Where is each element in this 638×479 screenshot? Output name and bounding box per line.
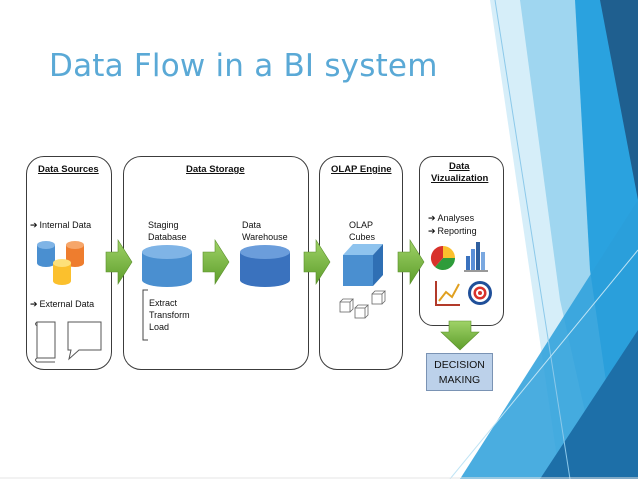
olap-cubes-line2: Cubes <box>349 232 376 242</box>
etl-label-line1: Extract <box>149 298 178 308</box>
warehouse-label-line1: Data <box>242 220 262 230</box>
data-warehouse-icon <box>240 245 290 287</box>
olap-cube-icon <box>343 244 383 286</box>
arrow-bullet-icon: ➔ <box>30 299 38 309</box>
internal-data-label: ➔Internal Data <box>30 220 91 231</box>
bar-chart-icon <box>464 242 488 272</box>
external-data-text: External Data <box>39 299 95 309</box>
etl-bracket-icon <box>142 289 148 341</box>
bg-dark-corner <box>600 0 638 200</box>
decision-line2: MAKING <box>438 374 481 386</box>
arrow-bullet-icon: ➔ <box>30 220 38 230</box>
flow-arrow-olap-viz <box>397 238 425 286</box>
target-icon <box>468 281 492 305</box>
data-viz-title-line2: Vizualization <box>431 173 489 184</box>
pie-chart-icon <box>430 245 456 271</box>
line-chart-icon <box>435 281 460 306</box>
data-storage-title: Data Storage <box>186 164 245 175</box>
arrow-bullet-icon: ➔ <box>428 226 436 236</box>
external-document-icon <box>35 321 56 363</box>
analyses-label: ➔Analyses <box>428 213 474 224</box>
etl-label-line3: Load <box>149 322 170 332</box>
decision-line1: DECISION <box>434 359 485 371</box>
warehouse-label-line2: Warehouse <box>242 232 288 242</box>
bg-line-2 <box>449 249 638 479</box>
staging-database-icon <box>142 245 192 287</box>
internal-data-text: Internal Data <box>39 220 92 230</box>
analyses-text: Analyses <box>437 213 475 223</box>
flow-arrow-sources-storage <box>105 238 133 286</box>
flow-arrow-storage-olap <box>303 238 331 286</box>
flow-arrow-viz-decision <box>440 320 480 351</box>
small-cubes-icon <box>339 290 386 319</box>
data-sources-title: Data Sources <box>38 164 99 175</box>
data-viz-title-line1: Data <box>449 161 470 172</box>
external-data-label: ➔External Data <box>30 299 94 310</box>
staging-label-line2: Database <box>148 232 187 242</box>
arrow-bullet-icon: ➔ <box>428 213 436 223</box>
reporting-label: ➔Reporting <box>428 226 477 237</box>
slide-title: Data Flow in a BI system <box>49 48 438 84</box>
bg-line-1 <box>494 0 571 479</box>
etl-label-line2: Transform <box>149 310 190 320</box>
olap-engine-title: OLAP Engine <box>331 164 392 175</box>
staging-label-line1: Staging <box>148 220 179 230</box>
internal-data-cylinders-icon <box>37 241 84 285</box>
olap-cubes-line1: OLAP <box>349 220 374 230</box>
decision-making-box: DECISION MAKING <box>426 353 493 391</box>
flow-arrow-staging-warehouse <box>202 238 230 286</box>
reporting-text: Reporting <box>437 226 477 236</box>
speech-bubble-icon <box>67 321 102 361</box>
